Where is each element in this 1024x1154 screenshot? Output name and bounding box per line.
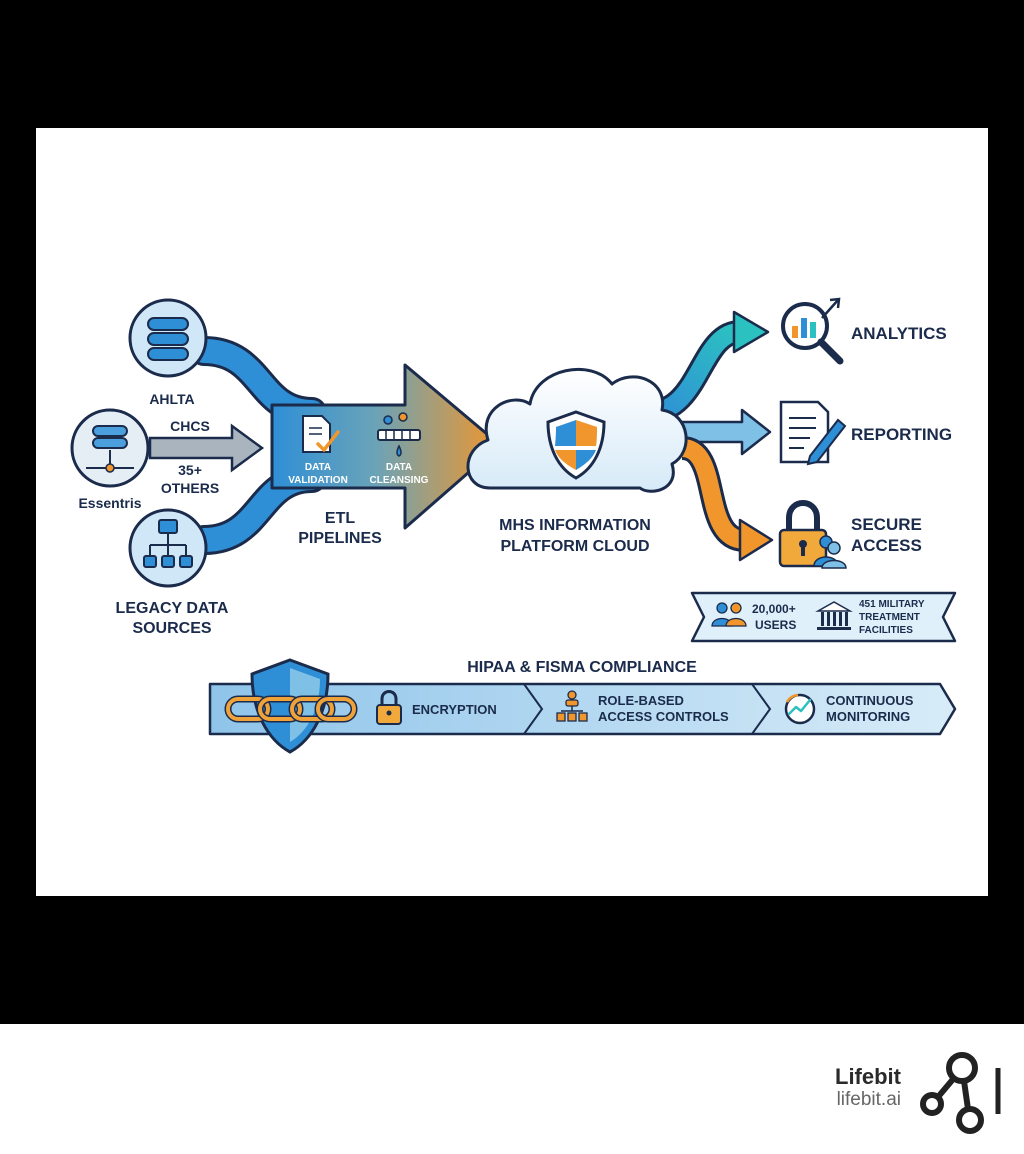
essentris-server-icon [70, 408, 150, 488]
cloud-label-line2: PLATFORM CLOUD [500, 538, 649, 555]
etl-label-line1: ETL [325, 510, 355, 527]
chcs-arrow [148, 423, 265, 473]
reporting-document-icon [779, 400, 847, 466]
facilities-line3: FACILITIES [859, 625, 913, 636]
data-cleansing-icon [377, 412, 421, 457]
data-validation-icon [302, 415, 340, 453]
ahlta-database-icon [128, 298, 208, 378]
users-icon [711, 602, 747, 627]
shield-icon [546, 410, 606, 480]
etl-label-line2: PIPELINES [298, 530, 382, 547]
analytics-label: ANALYTICS [851, 324, 947, 343]
branding-footer: Lifebit lifebit.ai [0, 1024, 1024, 1154]
output-flows [648, 310, 774, 562]
rbac-label-line1: ROLE-BASED [598, 693, 684, 708]
chain-icon [224, 695, 358, 723]
validation-label-line2: VALIDATION [288, 475, 348, 486]
legacy-label-line1: LEGACY DATA [116, 600, 229, 617]
analytics-magnifier-icon [781, 297, 844, 365]
brand-name: Lifebit [835, 1064, 901, 1089]
role-hierarchy-icon [556, 690, 588, 722]
secure-lock-icon [778, 500, 847, 569]
secure-label-line2: ACCESS [851, 536, 922, 555]
compliance-title: HIPAA & FISMA COMPLIANCE [467, 659, 697, 676]
users-count: 20,000+ [752, 602, 796, 616]
facility-building-icon [815, 601, 853, 630]
encryption-lock-icon [376, 690, 402, 725]
users-label: USERS [755, 618, 796, 632]
cleansing-label-line1: DATA [386, 462, 412, 473]
validation-label-line1: DATA [305, 462, 331, 473]
legacy-label-line2: SOURCES [132, 620, 211, 637]
facilities-line1: 451 MILITARY [859, 599, 925, 610]
monitoring-label-line1: CONTINUOUS [826, 693, 914, 708]
monitoring-label-line2: MONITORING [826, 709, 910, 724]
others-count: 35+ [178, 462, 202, 478]
lifebit-logo-icon [920, 1052, 1001, 1134]
canvas-background [36, 128, 988, 896]
encryption-label: ENCRYPTION [412, 702, 497, 717]
secure-label-line1: SECURE [851, 515, 922, 534]
brand-url: lifebit.ai [836, 1089, 901, 1110]
etl-arrow [270, 363, 502, 530]
rbac-label-line2: ACCESS CONTROLS [598, 709, 729, 724]
cleansing-label-line2: CLEANSING [370, 475, 429, 486]
others-label: OTHERS [161, 480, 219, 496]
diagram: AHLTA Essentris CHCS 35+ OTHERS LEGACY D… [36, 128, 988, 896]
stats-banner: 20,000+ USERS 451 MILITARY TREATMENT FAC… [690, 591, 957, 643]
ahlta-label: AHLTA [149, 391, 194, 407]
chcs-label: CHCS [170, 418, 210, 434]
monitoring-gauge-icon [784, 693, 816, 725]
facilities-line2: TREATMENT [859, 612, 920, 623]
reporting-label: REPORTING [851, 425, 952, 444]
essentris-label: Essentris [78, 495, 141, 511]
cloud-label-line1: MHS INFORMATION [499, 517, 651, 534]
legacy-hierarchy-icon [128, 508, 208, 588]
